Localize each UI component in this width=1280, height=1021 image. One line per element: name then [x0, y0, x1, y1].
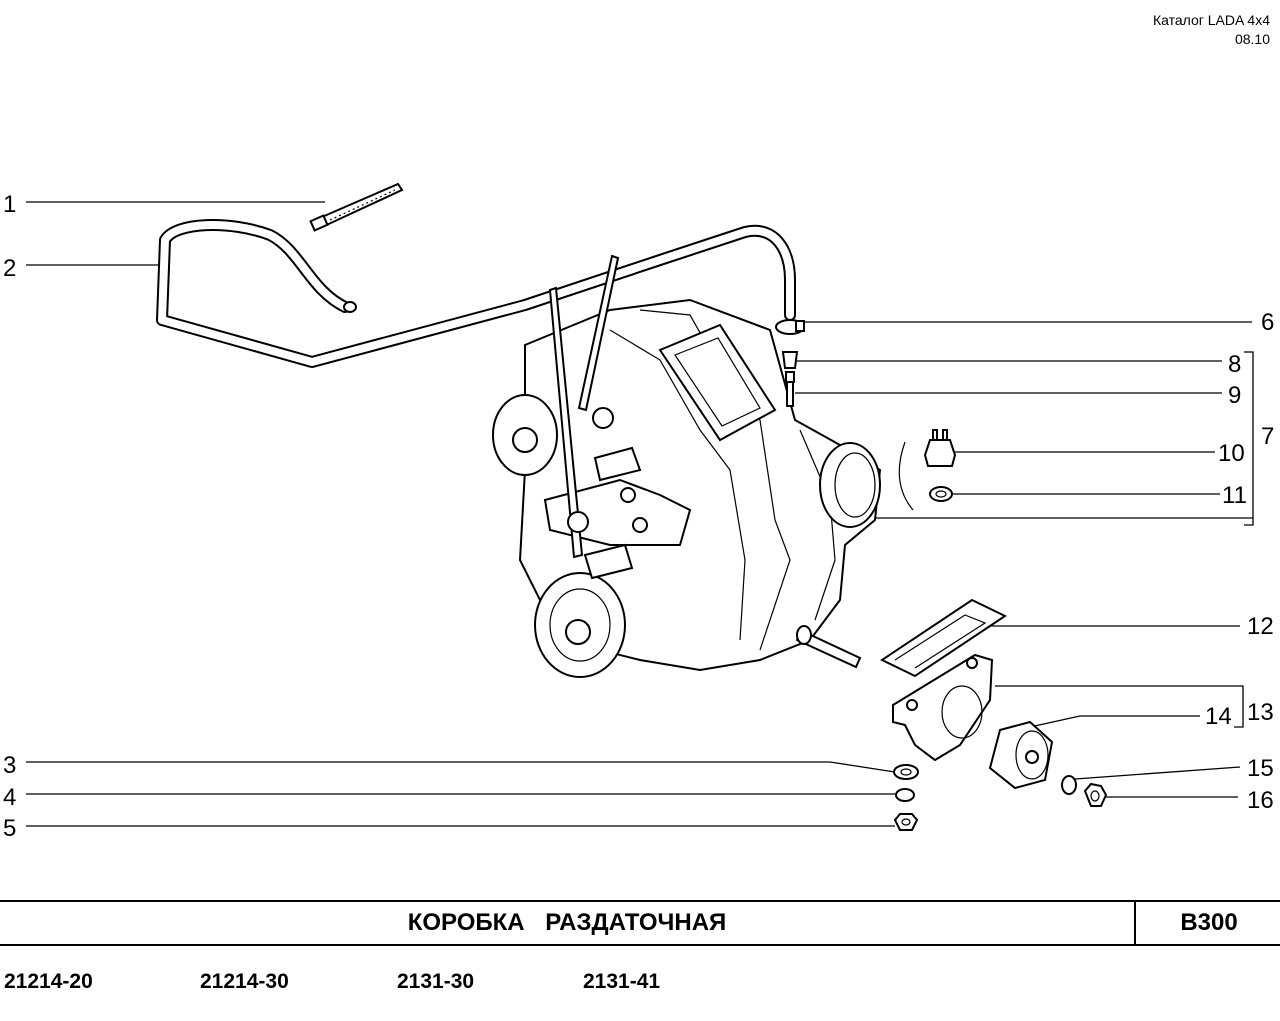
- lock-washer-small: [1061, 775, 1077, 795]
- callout-3: 3: [3, 752, 16, 779]
- callout-12: 12: [1247, 613, 1274, 640]
- callout-10: 10: [1218, 440, 1245, 467]
- callout-8: 8: [1228, 351, 1241, 378]
- catalog-date: 08.10: [1234, 31, 1270, 47]
- screw: [785, 371, 795, 407]
- support-bracket: [892, 653, 994, 762]
- sensor-switch: [898, 429, 957, 511]
- model-number-1: 21214-20: [4, 970, 93, 993]
- callout-labels: 1 2 3 4 5 6 7 8 9 10 11 12 13 14 15 16: [3, 191, 1274, 842]
- model-number-2: 21214-30: [200, 970, 289, 993]
- model-number-4: 2131-41: [583, 970, 661, 993]
- hex-nut: [893, 813, 919, 831]
- sealing-washer: [929, 486, 953, 502]
- breather-hose: [156, 218, 796, 368]
- flat-washer: [893, 764, 919, 780]
- title-block: КОРОБКА РАЗДАТОЧНАЯ B300: [0, 900, 1280, 946]
- section-code: B300: [1134, 902, 1280, 944]
- lock-washer: [895, 788, 915, 802]
- callout-4: 4: [3, 784, 16, 811]
- callout-9: 9: [1228, 382, 1241, 409]
- callout-11: 11: [1222, 482, 1247, 509]
- catalog-title: Каталог LADA 4x4: [1152, 12, 1270, 28]
- callout-15: 15: [1247, 755, 1274, 782]
- leader-lines: [26, 201, 1254, 827]
- callout-6: 6: [1261, 309, 1274, 336]
- model-number-3: 2131-30: [397, 970, 475, 993]
- callout-16: 16: [1247, 787, 1274, 814]
- rubber-cushion: [988, 720, 1054, 790]
- callout-13: 13: [1247, 699, 1274, 726]
- transfer-case: [492, 254, 882, 678]
- hex-nut-small: [1083, 782, 1108, 807]
- cable-tie: [309, 182, 404, 232]
- callout-7: 7: [1261, 423, 1274, 450]
- hose-clamp: [775, 319, 805, 335]
- callout-14: 14: [1205, 703, 1232, 730]
- shim-plate: [879, 598, 1008, 678]
- callout-2: 2: [3, 255, 16, 282]
- callout-5: 5: [3, 815, 16, 842]
- assembly-title: КОРОБКА РАЗДАТОЧНАЯ: [407, 909, 727, 936]
- plug: [781, 351, 799, 369]
- callout-1: 1: [3, 191, 16, 218]
